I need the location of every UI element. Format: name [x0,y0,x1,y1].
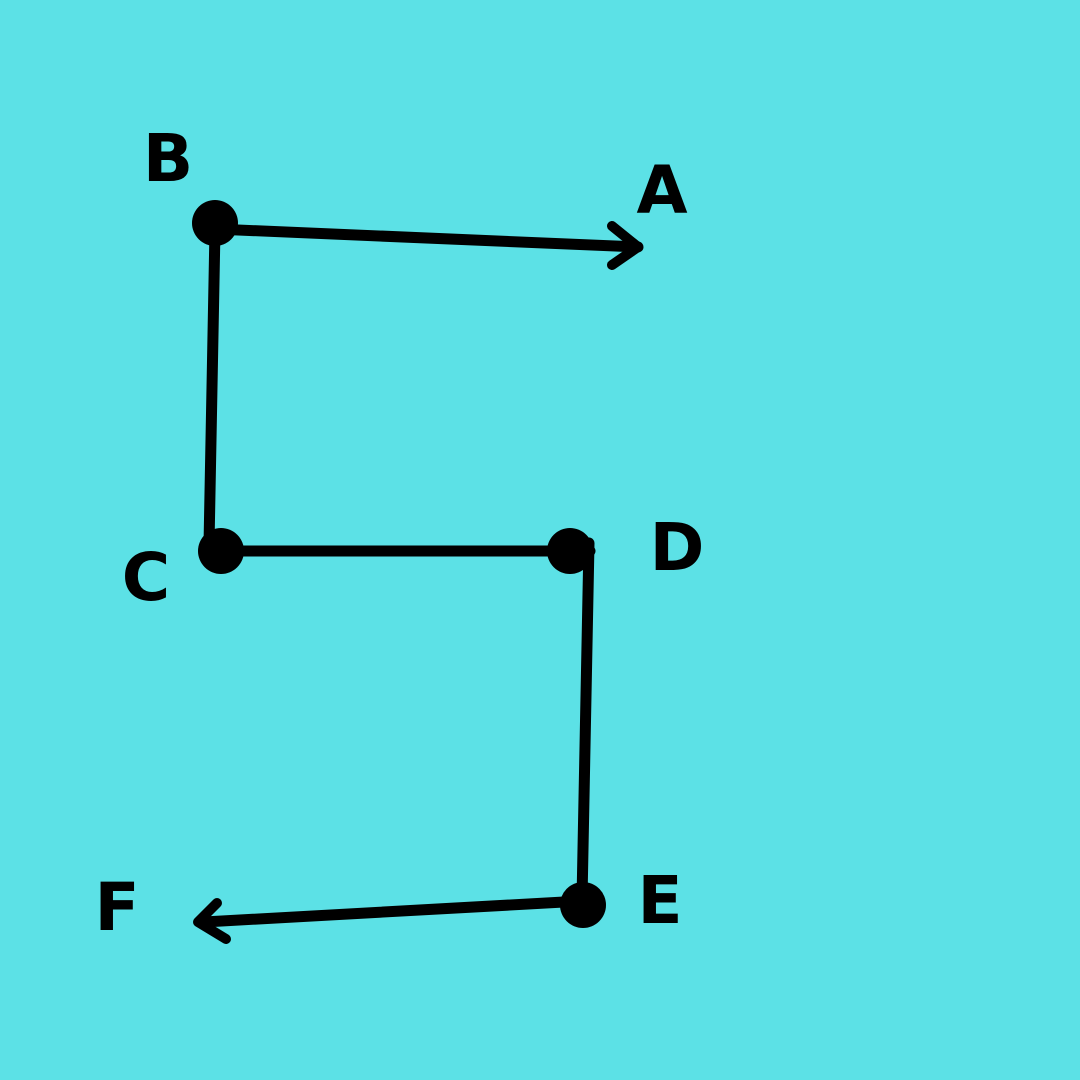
segment-d-to-e [576,537,595,906]
label-d: D [650,509,705,586]
node-c-dot [198,528,244,574]
node-b-dot [192,200,238,246]
arrowhead-a [607,221,643,270]
node-e-dot [560,882,606,928]
label-e: E [637,862,682,939]
node-d-dot [547,528,593,574]
label-c: C [122,539,170,616]
segment-b-to-a [209,223,644,253]
label-a: A [636,152,687,229]
segment-b-to-c [203,223,221,551]
label-f: F [94,869,139,946]
label-b: B [143,120,193,197]
arrowhead-f [193,898,231,944]
segment-e-to-f [198,895,588,928]
